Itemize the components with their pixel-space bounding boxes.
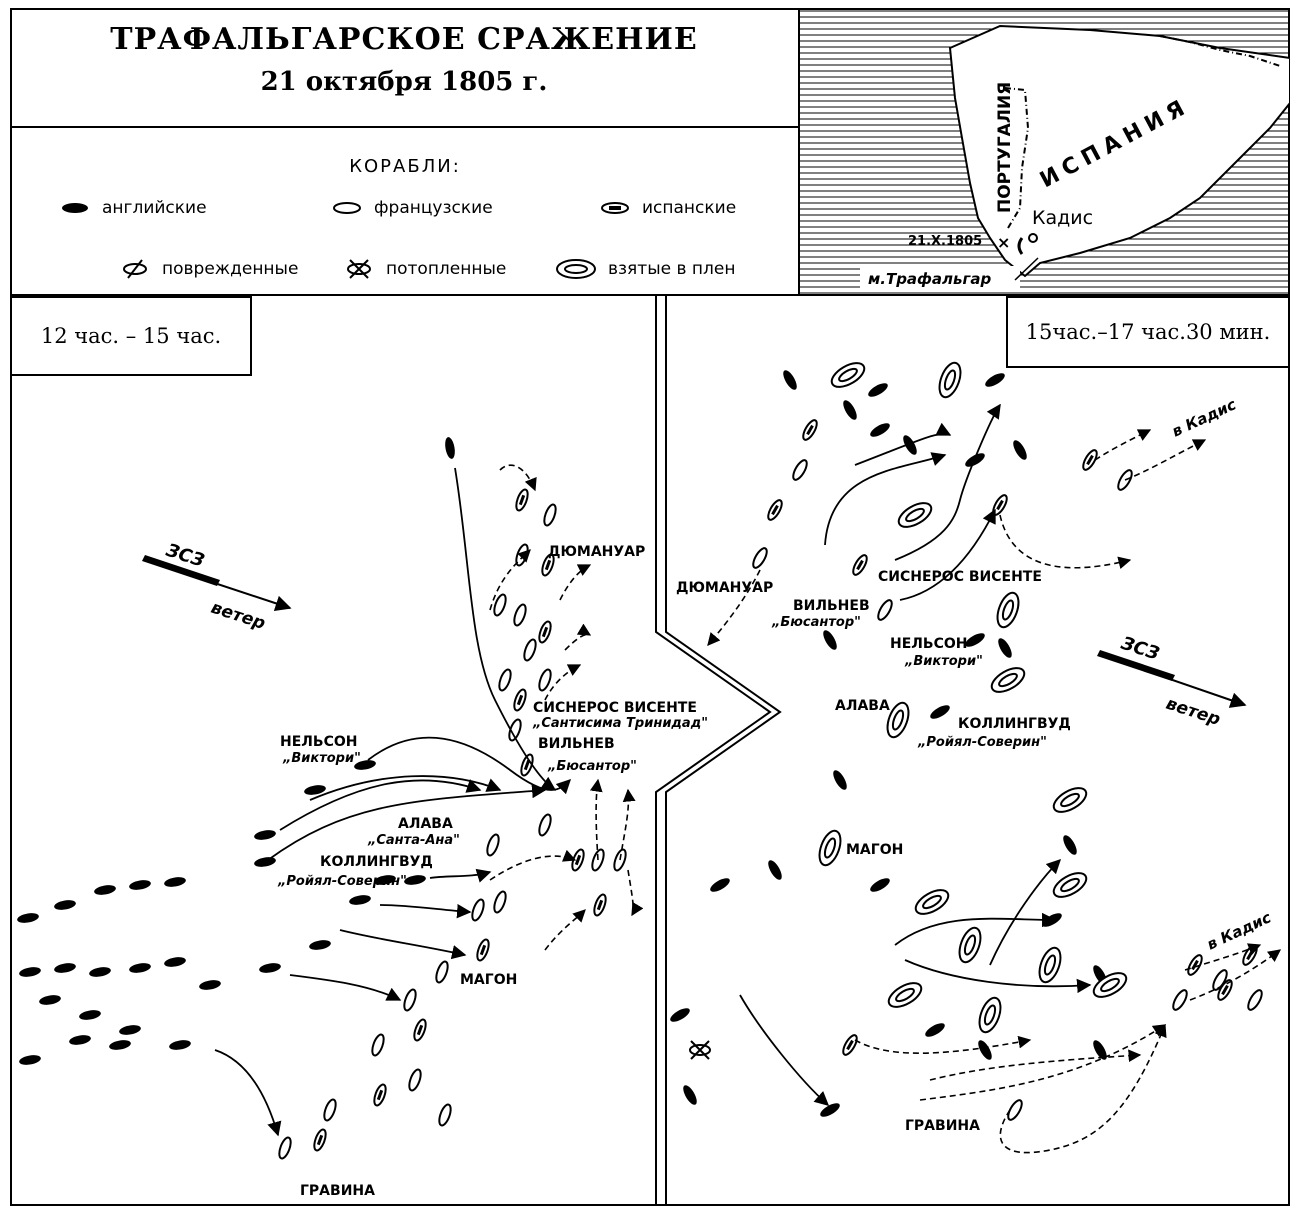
map-date: 21 октября 1805 г. xyxy=(260,67,548,97)
label-cadiz: Кадис xyxy=(1032,207,1093,229)
french-ship-icon xyxy=(333,202,361,214)
map-title: ТРАФАЛЬГАРСКОЕ СРАЖЕНИЕ xyxy=(110,22,698,57)
battle-site-icon: × xyxy=(997,233,1010,252)
cape-label-bg xyxy=(860,266,1020,288)
legend-damaged: поврежденные xyxy=(118,258,298,280)
map-frame xyxy=(10,8,1290,1206)
pyrenees-border xyxy=(1159,35,1281,67)
legend-french-label: французские xyxy=(374,198,493,218)
time-box-left: 12 час. – 15 час. xyxy=(10,296,252,376)
legend-captured: взятые в плен xyxy=(554,258,735,280)
legend-damaged-label: поврежденные xyxy=(162,259,299,279)
cadiz-marker xyxy=(1028,233,1038,243)
time-left: 12 час. – 15 час. xyxy=(40,324,222,348)
english-ship-icon xyxy=(62,203,88,213)
inset-map: ПОРТУГАЛИЯ ИСПАНИЯ Кадис 21.X.1805 × м.Т… xyxy=(800,8,1290,296)
title-panel: ТРАФАЛЬГАРСКОЕ СРАЖЕНИЕ 21 октября 1805 … xyxy=(10,8,800,128)
legend-captured-label: взятые в плен xyxy=(608,259,736,279)
time-box-right: 15час.–17 час.30 мин. xyxy=(1006,296,1290,368)
legend-sunk-label: потопленные xyxy=(386,259,507,279)
legend: КОРАБЛИ: английские французские испански… xyxy=(10,128,800,296)
time-right: 15час.–17 час.30 мин. xyxy=(1025,320,1271,344)
damaged-ship-icon xyxy=(123,259,147,279)
portugal-border xyxy=(1004,87,1030,229)
label-battle-date: 21.X.1805 xyxy=(908,234,982,249)
legend-spanish-label: испанские xyxy=(642,198,737,218)
captured-ship-icon xyxy=(556,259,596,279)
legend-english: английские xyxy=(58,198,207,218)
iberia-inset-svg: ПОРТУГАЛИЯ ИСПАНИЯ Кадис 21.X.1805 × м.Т… xyxy=(800,8,1290,294)
legend-french: французские xyxy=(330,198,493,218)
legend-sunk: потопленные xyxy=(342,258,506,280)
legend-title: КОРАБЛИ: xyxy=(349,156,461,177)
cape-pointer xyxy=(1014,257,1039,281)
label-cape-trafalgar: м.Трафальгар xyxy=(868,270,991,288)
legend-spanish: испанские xyxy=(598,198,736,218)
legend-english-label: английские xyxy=(102,198,207,218)
spanish-ship-icon xyxy=(601,202,629,214)
label-portugal: ПОРТУГАЛИЯ xyxy=(995,82,1015,213)
fleet-arc xyxy=(1017,237,1024,255)
sunk-ship-icon xyxy=(347,259,371,279)
